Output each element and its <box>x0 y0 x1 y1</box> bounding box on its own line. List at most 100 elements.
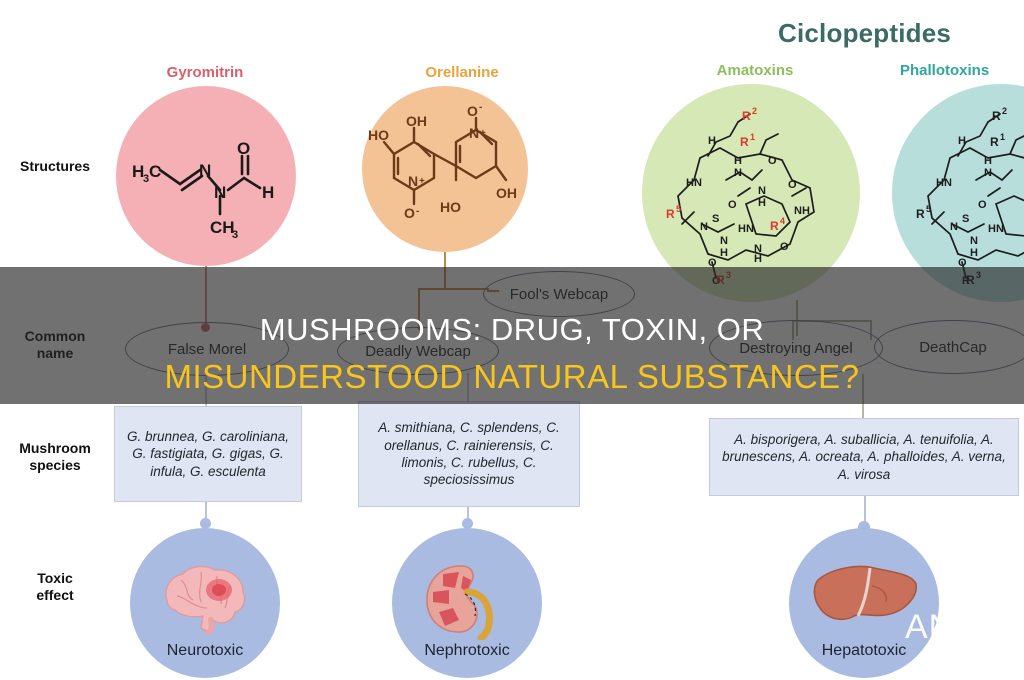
svg-text:5: 5 <box>926 204 931 214</box>
svg-text:HN: HN <box>738 223 754 235</box>
caption-line-1: MUSHROOMS: DRUG, TOXIN, OR <box>259 312 765 347</box>
effect-circle-nephrotoxic: Nephrotoxic <box>392 528 542 678</box>
svg-text:S: S <box>712 213 719 225</box>
svg-text:2: 2 <box>752 106 757 116</box>
svg-text:H: H <box>754 253 762 265</box>
species-text: A. bisporigera, A. suballicia, A. tenuif… <box>722 432 1006 482</box>
svg-text:N: N <box>754 243 762 255</box>
group-heading-ciclopeptides: Ciclopeptides <box>778 18 952 48</box>
svg-text:R: R <box>770 219 779 233</box>
row-label-mushroom-species: Mushroom species <box>19 440 91 473</box>
svg-text:N: N <box>720 235 728 247</box>
species-box-gyromitra: G. brunnea, G. caroliniana, G. fastigiat… <box>114 406 302 502</box>
svg-text:5: 5 <box>676 204 681 214</box>
species-text: G. brunnea, G. caroliniana, G. fastigiat… <box>126 429 290 479</box>
svg-text:H: H <box>262 183 274 202</box>
svg-text:3: 3 <box>232 229 238 241</box>
svg-text:O: O <box>978 199 987 211</box>
svg-text:O: O <box>404 205 415 221</box>
svg-text:HN: HN <box>988 223 1004 235</box>
species-box-amanita: A. bisporigera, A. suballicia, A. tenuif… <box>709 418 1019 496</box>
connector-species-to-neurotoxic <box>205 502 207 526</box>
svg-text:HN: HN <box>686 177 702 189</box>
svg-text:+: + <box>480 128 486 139</box>
svg-text:N: N <box>408 173 418 189</box>
amatoxins-structure-icon: HN NH O NH O NH O S HN NH NH O O O N H R… <box>666 106 815 287</box>
svg-text:N: N <box>199 161 211 180</box>
svg-text:R: R <box>740 135 749 149</box>
structure-circle-orellanine: HO OH O- N+ N+ O- HO OH <box>362 86 528 252</box>
structure-circle-phallotoxins: HN NH N O S HN NH O NH R N H R2 R1 R5 R3 <box>892 84 1024 302</box>
svg-text:O: O <box>467 103 478 119</box>
svg-text:H: H <box>758 197 766 209</box>
brain-icon <box>165 565 246 634</box>
connector-node-nephrotoxic <box>462 518 473 529</box>
svg-text:N: N <box>950 221 958 233</box>
svg-text:3: 3 <box>143 173 149 185</box>
effect-circle-neurotoxic: Neurotoxic <box>130 528 280 678</box>
svg-text:O: O <box>788 179 797 191</box>
toxin-label-phallotoxins: Phallotoxins <box>900 62 990 79</box>
svg-text:CH: CH <box>210 218 235 237</box>
svg-text:H: H <box>958 135 966 147</box>
liver-icon <box>813 565 917 621</box>
svg-text:N: N <box>970 235 978 247</box>
svg-text:O: O <box>958 257 967 269</box>
svg-text:-: - <box>416 206 419 217</box>
svg-text:S: S <box>962 213 969 225</box>
species-text: A. smithiana, C. splendens, C. orellanus… <box>378 420 560 488</box>
svg-text:R: R <box>916 207 925 221</box>
species-box-cortinarius: A. smithiana, C. splendens, C. orellanus… <box>358 401 580 507</box>
svg-text:HN: HN <box>936 177 952 189</box>
caption-line-2: MISUNDERSTOOD NATURAL SUBSTANCE? <box>164 358 860 395</box>
svg-text:H: H <box>708 135 716 147</box>
effect-circle-hepatotoxic: Hepatotoxic <box>789 528 939 678</box>
svg-text:+: + <box>419 176 425 187</box>
svg-text:H: H <box>984 155 992 167</box>
svg-text:R: R <box>742 109 751 123</box>
svg-text:HO: HO <box>440 199 461 215</box>
row-label-toxic-effect: Toxic effect <box>36 570 74 603</box>
svg-text:R: R <box>992 109 1001 123</box>
svg-text:O: O <box>768 155 777 167</box>
effect-label-hepatotoxic: Hepatotoxic <box>821 642 907 659</box>
svg-text:1: 1 <box>1000 132 1005 142</box>
effect-label-neurotoxic: Neurotoxic <box>166 642 244 659</box>
svg-text:NH: NH <box>794 205 810 217</box>
svg-text:O: O <box>237 139 250 158</box>
connector-node-neurotoxic <box>200 518 211 529</box>
svg-text:N: N <box>734 167 742 179</box>
orellanine-structure-icon: HO OH O- N+ N+ O- HO OH <box>368 102 517 221</box>
toxin-label-orellanine: Orellanine <box>425 64 499 81</box>
caption-overlay-band <box>0 267 1024 404</box>
toxin-label-gyromitrin: Gyromitrin <box>166 64 244 81</box>
svg-text:H: H <box>970 247 978 259</box>
svg-text:OH: OH <box>406 113 427 129</box>
svg-text:4: 4 <box>780 216 785 226</box>
svg-text:-: - <box>479 102 482 113</box>
svg-text:N: N <box>758 185 766 197</box>
svg-text:H: H <box>734 155 742 167</box>
svg-text:O: O <box>780 241 789 253</box>
svg-text:O: O <box>708 257 717 269</box>
row-label-structures: Structures <box>19 158 91 174</box>
svg-text:N: N <box>984 167 992 179</box>
svg-text:C: C <box>149 162 161 181</box>
svg-text:N: N <box>469 125 479 141</box>
svg-text:H: H <box>132 162 144 181</box>
svg-text:HO: HO <box>368 127 389 143</box>
structure-circle-amatoxins: HN NH O NH O NH O S HN NH NH O O O N H R… <box>642 84 860 302</box>
svg-text:2: 2 <box>1002 106 1007 116</box>
svg-text:R: R <box>990 135 999 149</box>
svg-text:OH: OH <box>496 185 517 201</box>
effect-label-nephrotoxic: Nephrotoxic <box>424 642 510 659</box>
connector-species-to-hepatotoxic <box>864 496 866 526</box>
svg-text:1: 1 <box>750 132 755 142</box>
watermark-text: ANSP <box>905 608 1002 646</box>
kidney-icon <box>426 565 493 640</box>
svg-text:N: N <box>700 221 708 233</box>
toxin-label-amatoxins: Amatoxins <box>716 62 794 79</box>
